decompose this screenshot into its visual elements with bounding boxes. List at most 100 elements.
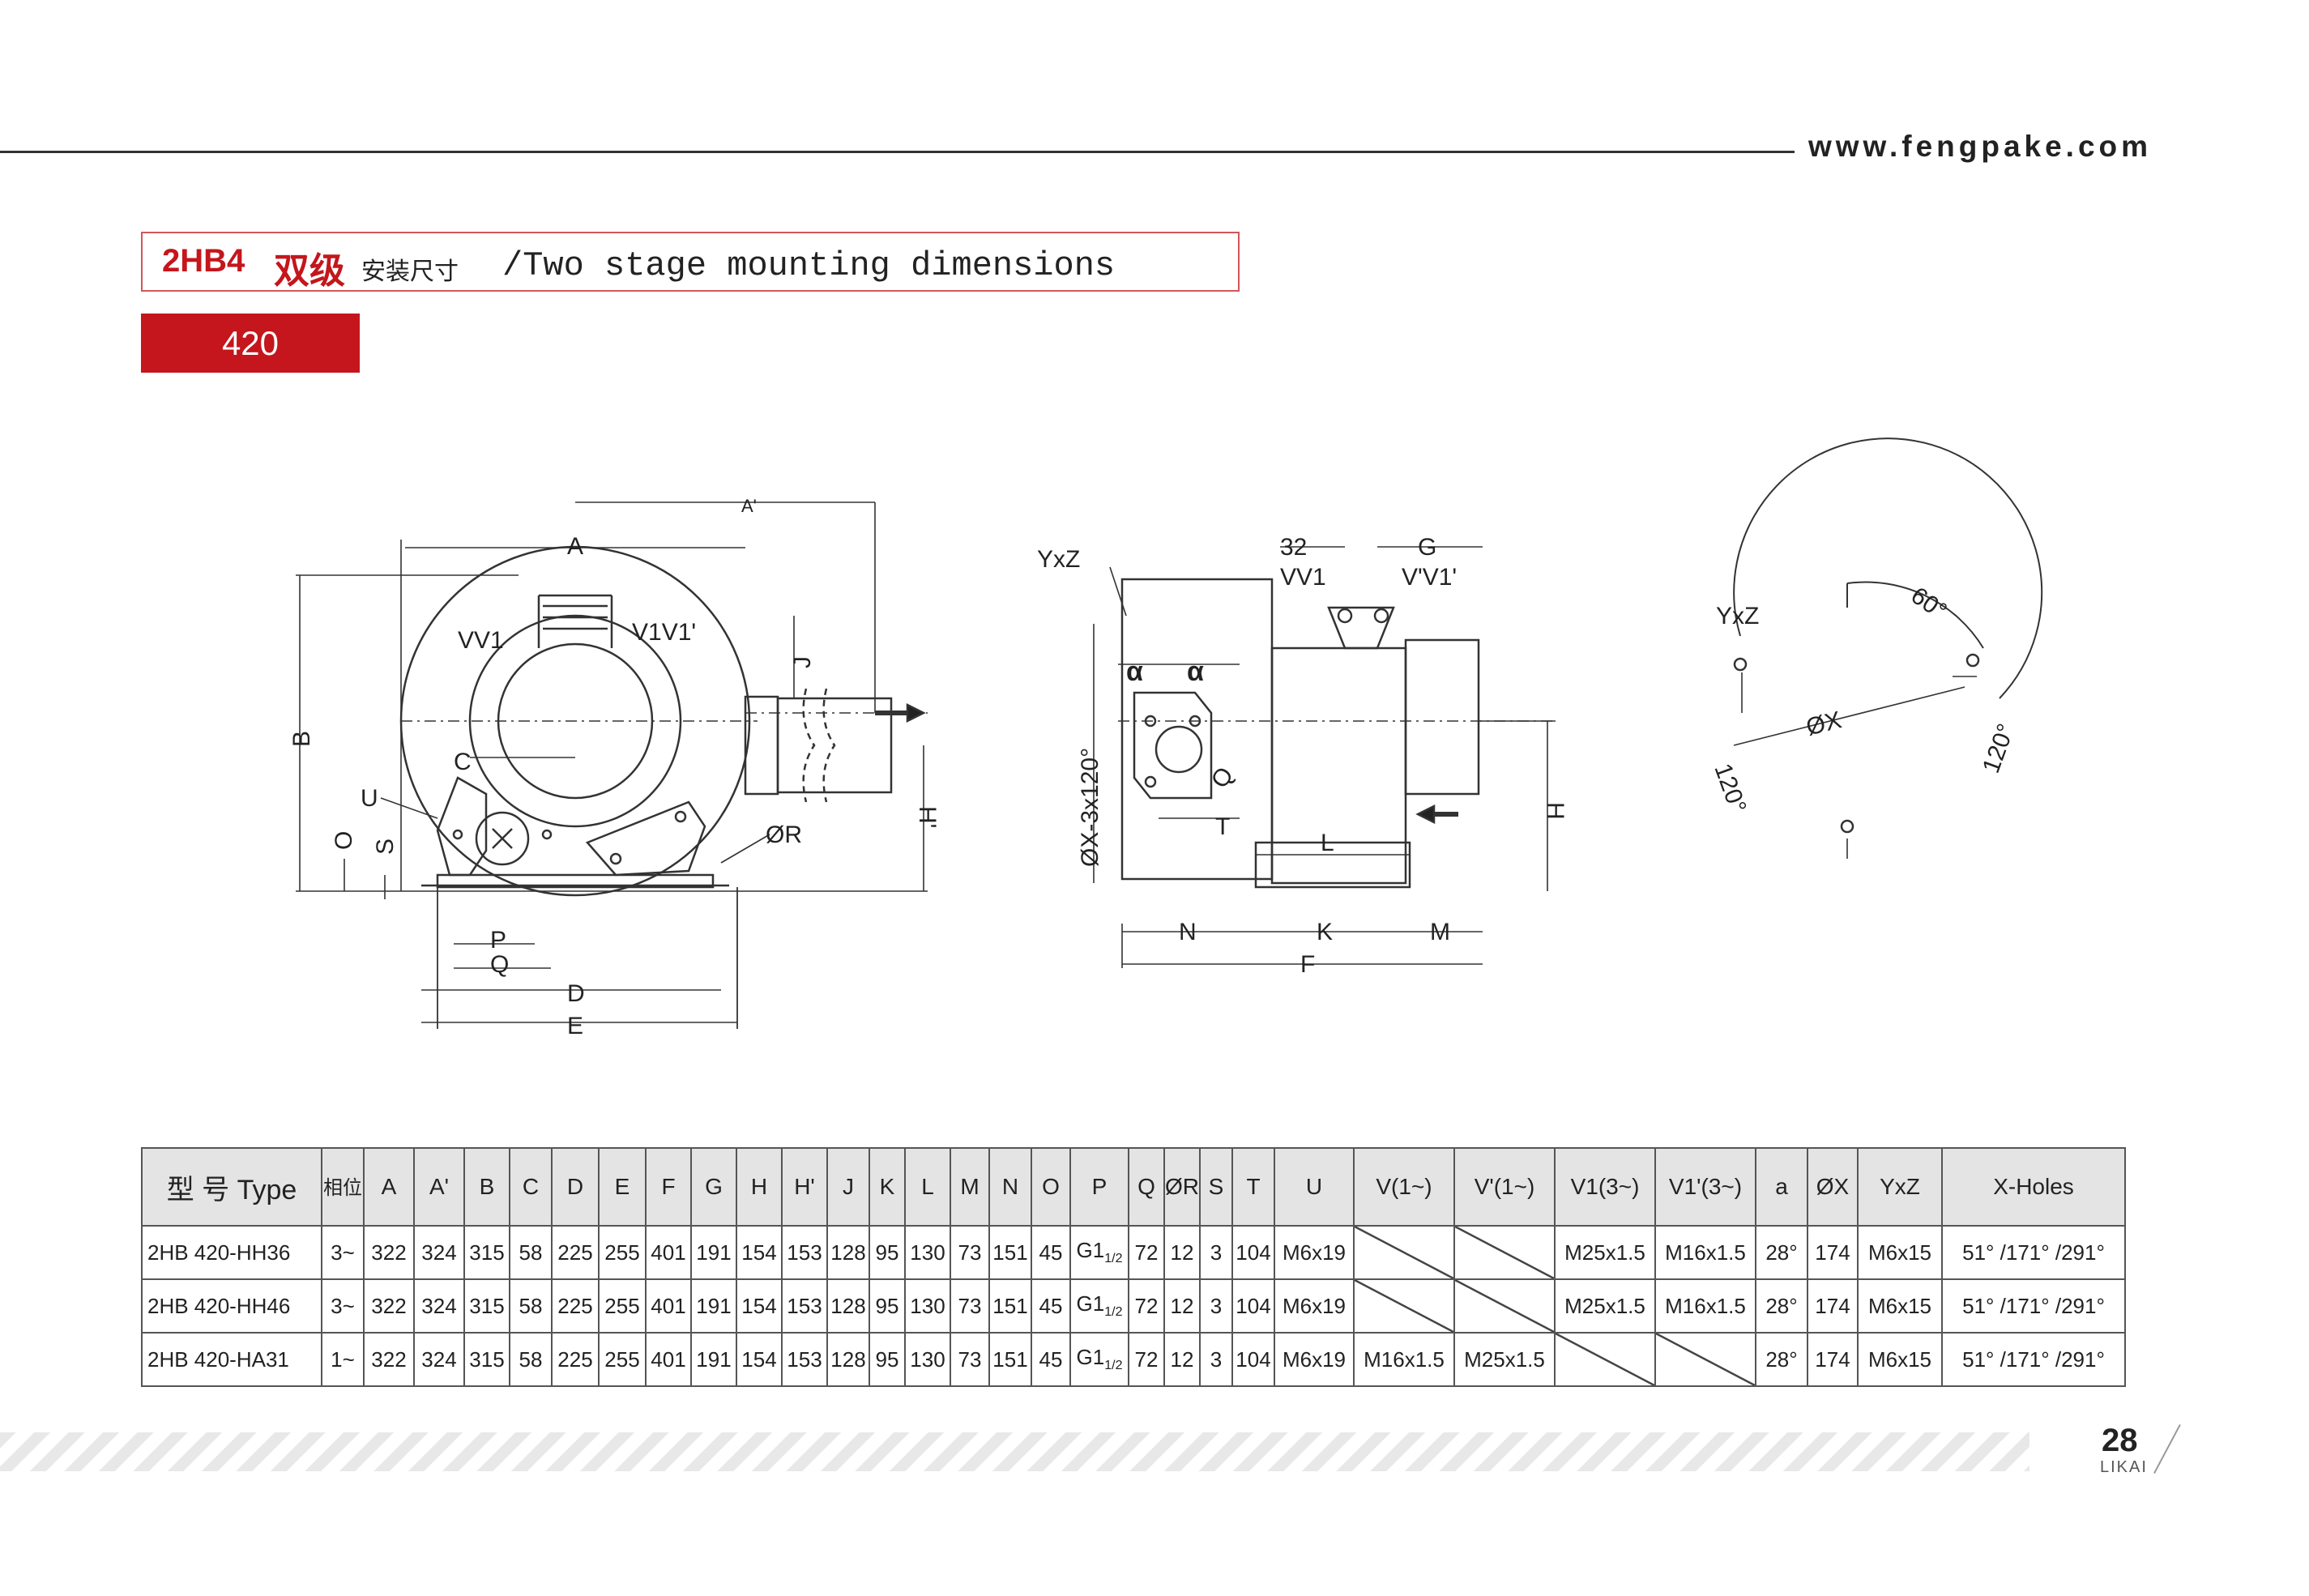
col-H: H bbox=[736, 1147, 783, 1227]
cell-V1-empty bbox=[1554, 1332, 1656, 1387]
cell-A-prime: 324 bbox=[413, 1225, 465, 1280]
table-row: 2HB 420-HA31 1~ 322 324 315 58 225 255 4… bbox=[141, 1332, 2126, 1387]
cell-D: 225 bbox=[551, 1278, 600, 1334]
cell-P-main: G1 bbox=[1076, 1238, 1105, 1263]
title-chinese: 双级 bbox=[274, 251, 345, 291]
cell-E: 255 bbox=[598, 1278, 647, 1334]
cell-L: 130 bbox=[904, 1332, 951, 1387]
label-alpha-right: α bbox=[1187, 656, 1204, 687]
cell-H-prime: 153 bbox=[781, 1278, 828, 1334]
cell-Q: 72 bbox=[1128, 1225, 1165, 1280]
cell-H: 154 bbox=[736, 1278, 783, 1334]
cell-H: 154 bbox=[736, 1332, 783, 1387]
title-box bbox=[141, 232, 1240, 292]
col-phase-label: 相位 bbox=[323, 1177, 362, 1199]
col-S: S bbox=[1199, 1147, 1233, 1227]
col-N: N bbox=[988, 1147, 1032, 1227]
cell-H-prime: 153 bbox=[781, 1225, 828, 1280]
label-N: N bbox=[1179, 919, 1197, 945]
brand-logo-text: LIKAI bbox=[2100, 1458, 2148, 1476]
label-O: O bbox=[331, 831, 357, 850]
dimensions-table: 型 号 Type 相位 A A' B C D E F G H H' J K L … bbox=[141, 1147, 2126, 1387]
website-url[interactable]: www.fengpake.com bbox=[1808, 130, 2153, 163]
label-YxZ-side: YxZ bbox=[1037, 546, 1080, 573]
title-model-code: 2HB4 bbox=[162, 243, 245, 279]
col-K: K bbox=[869, 1147, 906, 1227]
label-S: S bbox=[372, 839, 399, 855]
top-port bbox=[537, 594, 613, 648]
cell-T: 104 bbox=[1231, 1225, 1275, 1280]
cell-O: 45 bbox=[1031, 1278, 1071, 1334]
col-E: E bbox=[598, 1147, 647, 1227]
cell-type: 2HB 420-HA31 bbox=[141, 1332, 322, 1387]
label-alpha-left: α bbox=[1126, 656, 1143, 687]
cell-J: 128 bbox=[826, 1225, 870, 1280]
col-O: O bbox=[1031, 1147, 1071, 1227]
col-T: T bbox=[1231, 1147, 1275, 1227]
cell-M: 73 bbox=[950, 1278, 990, 1334]
side-base bbox=[1254, 841, 1411, 889]
label-R: ØR bbox=[766, 821, 802, 848]
col-A-prime: A' bbox=[413, 1147, 465, 1227]
col-a: a bbox=[1755, 1147, 1808, 1227]
cell-D: 225 bbox=[551, 1332, 600, 1387]
col-type: 型 号 Type bbox=[141, 1147, 322, 1227]
side-port-flange bbox=[1133, 691, 1213, 800]
header-rule bbox=[0, 151, 1795, 153]
cell-K: 95 bbox=[869, 1225, 906, 1280]
col-P: P bbox=[1069, 1147, 1129, 1227]
label-angle-120-right: 120° bbox=[1978, 720, 2020, 777]
label-VV1: VV1 bbox=[458, 627, 504, 654]
cell-P-sub: 1/2 bbox=[1104, 1305, 1123, 1320]
label-E: E bbox=[567, 1013, 583, 1039]
cell-C: 58 bbox=[509, 1332, 553, 1387]
col-H-prime: H' bbox=[781, 1147, 828, 1227]
cell-A: 322 bbox=[363, 1278, 415, 1334]
label-VV1-side: VV1 bbox=[1280, 564, 1326, 591]
cell-P-sub: 1/2 bbox=[1104, 1252, 1123, 1266]
model-badge: 420 bbox=[141, 314, 360, 373]
cell-N: 151 bbox=[988, 1225, 1032, 1280]
cell-T: 104 bbox=[1231, 1332, 1275, 1387]
label-H: H bbox=[1542, 802, 1568, 820]
cell-G: 191 bbox=[690, 1332, 737, 1387]
label-angle-60: 60° bbox=[1906, 582, 1952, 625]
label-Q: Q bbox=[490, 951, 509, 978]
col-U: U bbox=[1274, 1147, 1355, 1227]
outlet-pipe bbox=[776, 697, 893, 794]
cell-E: 255 bbox=[598, 1225, 647, 1280]
cell-T: 104 bbox=[1231, 1278, 1275, 1334]
label-T: T bbox=[1215, 813, 1230, 840]
cell-O: 45 bbox=[1031, 1332, 1071, 1387]
cell-B: 315 bbox=[463, 1332, 510, 1387]
col-G: G bbox=[690, 1147, 737, 1227]
col-B: B bbox=[463, 1147, 510, 1227]
cell-M: 73 bbox=[950, 1332, 990, 1387]
cell-a: 28° bbox=[1755, 1278, 1808, 1334]
col-YxZ: YxZ bbox=[1857, 1147, 1943, 1227]
title-english: /Two stage mounting dimensions bbox=[502, 246, 1116, 285]
table-row: 2HB 420-HH36 3~ 322 324 315 58 225 255 4… bbox=[141, 1225, 2126, 1280]
cell-X-holes: 51° /171° /291° bbox=[1941, 1225, 2126, 1280]
cell-Q: 72 bbox=[1128, 1278, 1165, 1334]
cell-Q: 72 bbox=[1128, 1332, 1165, 1387]
cell-P-main: G1 bbox=[1076, 1345, 1105, 1370]
label-X-holes: ØX-3x120° bbox=[1077, 748, 1103, 867]
label-A: A bbox=[567, 533, 583, 560]
cell-U: M6x19 bbox=[1274, 1332, 1355, 1387]
side-housing bbox=[1120, 578, 1274, 881]
side-flange bbox=[744, 695, 779, 796]
cell-YxZ: M6x15 bbox=[1857, 1332, 1943, 1387]
cell-YxZ: M6x15 bbox=[1857, 1278, 1943, 1334]
cell-X: 174 bbox=[1807, 1278, 1859, 1334]
cell-X-holes: 51° /171° /291° bbox=[1941, 1278, 2126, 1334]
cell-A: 322 bbox=[363, 1225, 415, 1280]
cell-P: G11/2 bbox=[1069, 1332, 1129, 1387]
cell-U: M6x19 bbox=[1274, 1225, 1355, 1280]
cell-E: 255 bbox=[598, 1332, 647, 1387]
cell-V1: M25x1.5 bbox=[1554, 1278, 1656, 1334]
cell-P: G11/2 bbox=[1069, 1278, 1129, 1334]
cell-G: 191 bbox=[690, 1278, 737, 1334]
cell-R: 12 bbox=[1163, 1225, 1201, 1280]
cell-YxZ: M6x15 bbox=[1857, 1225, 1943, 1280]
